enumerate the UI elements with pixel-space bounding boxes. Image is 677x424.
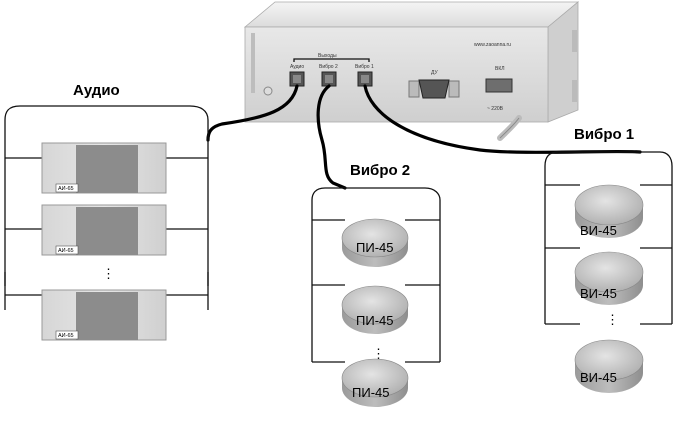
vibro-vi45-2: ВИ-45	[574, 251, 644, 305]
vibro-pi45-3: ПИ-45	[341, 358, 409, 407]
vibro2-cable	[316, 84, 347, 190]
vibro-vi45-3-label: ВИ-45	[580, 370, 617, 385]
audio-cable	[206, 84, 299, 142]
outputs-label: Выходы	[318, 53, 337, 59]
speaker-ai65-3-label: АИ-65	[58, 333, 74, 339]
vibro-vi45-2-label: ВИ-45	[580, 286, 617, 301]
vibro2-group-title: Вибро 2	[350, 162, 410, 179]
audio-ellipsis: ⋮	[102, 266, 115, 281]
speaker-ai65-1: АИ-65	[41, 142, 167, 194]
audio-group-title: Аудио	[73, 82, 120, 99]
screw-icon	[263, 86, 273, 96]
vibro-vi45-1-label: ВИ-45	[580, 223, 617, 238]
port-audio-label: Аудио	[290, 64, 304, 70]
speaker-ai65-1-label: АИ-65	[58, 186, 74, 192]
control-unit: www.zaoanna.ru Выходы Аудио Вибро 2 Вибр…	[243, 1, 580, 141]
vibro1-wiring	[544, 151, 673, 325]
remote-connector[interactable]	[408, 79, 460, 99]
remote-label: ДУ	[431, 70, 438, 76]
speaker-ai65-2-label: АИ-65	[58, 248, 74, 254]
vibro2-wiring	[311, 187, 441, 363]
vibro-vi45-3: ВИ-45	[574, 339, 644, 393]
power-switch[interactable]	[485, 78, 513, 93]
vibro1-ellipsis: ⋮	[606, 312, 619, 327]
vibro-pi45-1: ПИ-45	[341, 218, 409, 267]
voltage-label: ~ 220В	[487, 106, 504, 112]
device-url: www.zaoanna.ru	[474, 42, 511, 48]
vibro1-group-title: Вибро 1	[574, 126, 634, 143]
port-vibro2-label: Вибро 2	[319, 64, 338, 70]
speaker-ai65-2: АИ-65	[41, 204, 167, 256]
port-vibro1-label: Вибро 1	[355, 64, 374, 70]
audio-wiring	[4, 105, 209, 310]
vibro-pi45-3-label: ПИ-45	[352, 385, 389, 400]
power-label: ВКЛ	[495, 66, 505, 72]
vibro-pi45-2-label: ПИ-45	[356, 313, 393, 328]
vibro-pi45-1-label: ПИ-45	[356, 240, 393, 255]
vibro-vi45-1: ВИ-45	[574, 184, 644, 238]
speaker-ai65-3: АИ-65	[41, 289, 167, 341]
vibro-pi45-2: ПИ-45	[341, 285, 409, 334]
vibro2-ellipsis: ⋮	[372, 346, 385, 361]
